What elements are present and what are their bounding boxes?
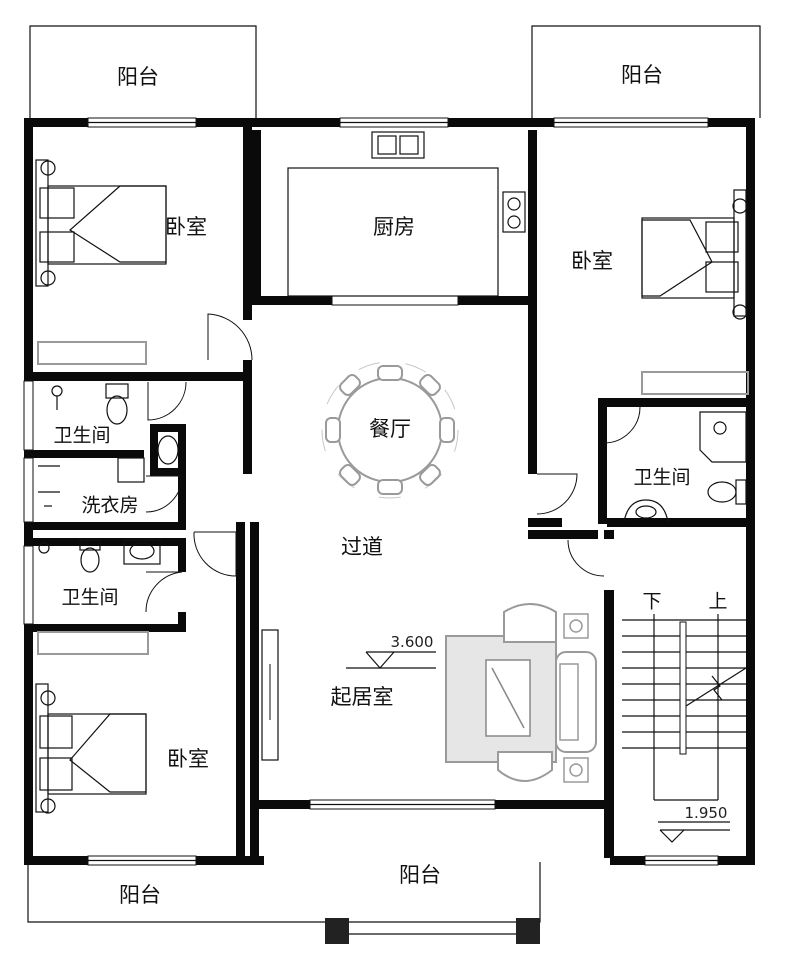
balcony-outlines (27, 25, 761, 944)
balcony-bottom-center-label: 阳台 (399, 863, 441, 887)
stair-elevation-label: 1.950 (685, 804, 728, 822)
stairs-down-label: 下 (642, 591, 661, 613)
balcony-bottom-left-label: 阳台 (119, 883, 161, 907)
bed-bottom-left (35, 631, 149, 814)
room-labels: 阳台 阳台 卧室 厨房 卧室 餐厅 卫生间 洗衣房 卫生间 过道 卫生间 起居室… (53, 63, 727, 907)
bed-right (641, 189, 749, 395)
elevation-marker-floor (346, 651, 436, 669)
laundry-label: 洗衣房 (81, 495, 138, 517)
balcony-top-left-label: 阳台 (117, 65, 159, 89)
bed-top-left (35, 159, 167, 365)
bathroom-right-label: 卫生间 (633, 467, 690, 489)
dining-label: 餐厅 (369, 417, 411, 441)
bathroom-left-top-label: 卫生间 (53, 425, 110, 447)
balcony-top-right-label: 阳台 (621, 63, 663, 87)
bathroom-fixtures (38, 383, 747, 573)
kitchen-fixtures (287, 131, 526, 297)
corridor-label: 过道 (341, 535, 383, 559)
elevation-marker-stair (658, 821, 730, 843)
living-room-label: 起居室 (331, 685, 394, 709)
living-room-furniture (261, 603, 597, 783)
bedroom-top-left-label: 卧室 (165, 215, 207, 239)
bedroom-right-label: 卧室 (571, 249, 613, 273)
doors (145, 313, 641, 613)
staircase (622, 614, 747, 801)
bathroom-left-bottom-label: 卫生间 (61, 587, 118, 609)
floor-elevation-label: 3.600 (391, 633, 434, 651)
bedroom-bottom-left-label: 卧室 (167, 747, 209, 771)
dining-table (321, 361, 459, 499)
windows (23, 117, 719, 866)
stairs-up-label: 上 (708, 591, 727, 613)
kitchen-label: 厨房 (373, 215, 415, 239)
